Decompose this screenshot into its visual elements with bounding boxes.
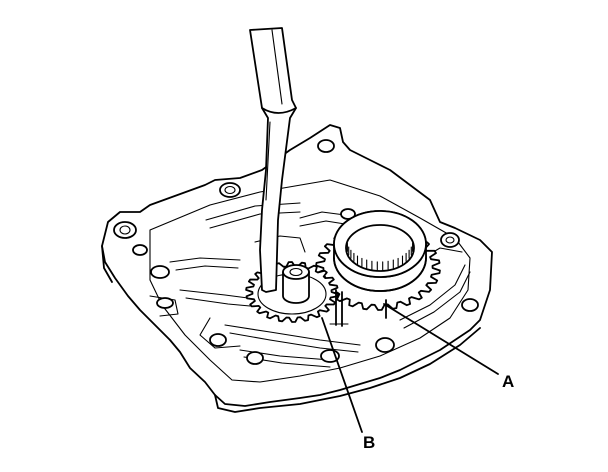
gear-mesh-marks bbox=[329, 289, 387, 327]
tool-rod bbox=[249, 27, 297, 293]
gear-a bbox=[315, 210, 441, 311]
callout-label-a: A bbox=[502, 372, 514, 391]
leader-lines bbox=[321, 303, 499, 433]
leader-line-b bbox=[321, 317, 363, 433]
leader-line-a bbox=[383, 303, 499, 375]
callout-label-b: B bbox=[363, 433, 375, 452]
